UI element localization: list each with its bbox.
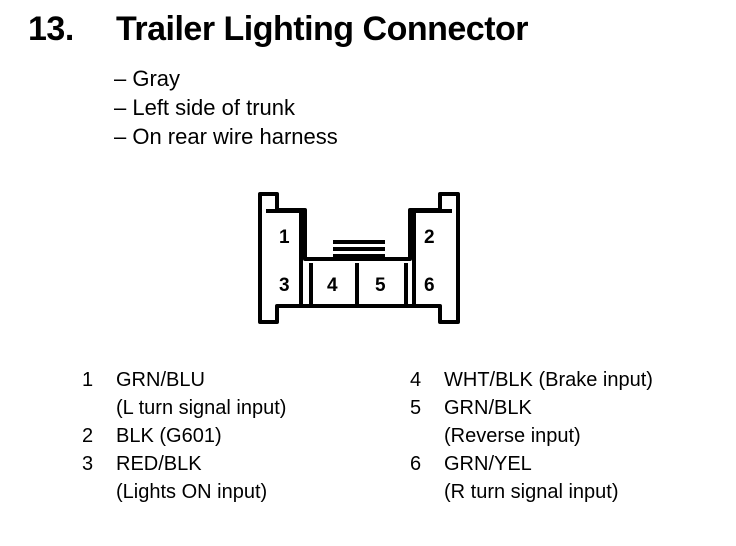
pin-number: 4 (410, 369, 422, 391)
signal-description: (Lights ON input) (116, 481, 268, 503)
location-notes: – Gray – Left side of trunk – On rear wi… (114, 64, 338, 151)
signal-description: (R turn signal input) (444, 481, 619, 503)
pin-number: 1 (82, 369, 94, 391)
pin-1-label: 1 (279, 227, 290, 248)
pin-number: 5 (410, 397, 422, 419)
pin-2-label: 2 (424, 227, 435, 248)
wire-color: RED/BLK (116, 453, 202, 475)
pin-number: 3 (82, 453, 94, 475)
signal-description: (L turn signal input) (116, 397, 287, 419)
pin-6-label: 6 (424, 275, 435, 296)
pin-5-label: 5 (375, 275, 386, 296)
locking-tab (333, 240, 385, 258)
note-harness: – On rear wire harness (114, 124, 338, 149)
wire-color: GRN/BLK (444, 397, 532, 419)
section-number: 13. (28, 10, 74, 48)
pin-4-label: 4 (327, 275, 338, 296)
pin-3-label: 3 (279, 275, 290, 296)
wire-color: GRN/YEL (444, 453, 532, 475)
connector-outline (258, 192, 460, 324)
signal-description: (Reverse input) (444, 425, 581, 447)
note-color: – Gray (114, 66, 181, 91)
wire-color: GRN/BLU (116, 369, 205, 391)
note-location: – Left side of trunk (114, 95, 295, 120)
page-title: Trailer Lighting Connector (116, 10, 529, 48)
pin-labels: 1 2 3 4 5 6 (279, 227, 435, 296)
pin-number: 2 (82, 425, 94, 447)
pin-number: 6 (410, 453, 422, 475)
wire-color: WHT/BLK (Brake input) (444, 369, 653, 391)
wire-color: BLK (G601) (116, 425, 222, 447)
